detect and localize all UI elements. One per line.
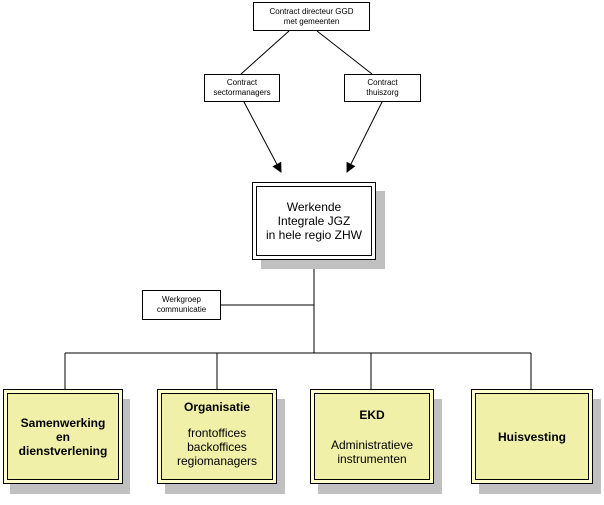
box-huisvesting-inner: Huisvesting [475,393,589,480]
box-contract-sectormanagers-line1: Contract [226,78,258,87]
box-werkende-jgz-line1: Werkende [286,200,342,214]
box-organisatie-line2: backoffices [187,440,247,454]
box-werkgroep-communicatie: Werkgroep communicatie [142,290,221,320]
box-organisatie-line1: frontoffices [187,426,247,440]
box-contract-thuiszorg-line1: Contract [367,78,398,87]
arrow-left [243,101,282,173]
box-contract-directeur: Contract directeur GGD met gemeenten [253,2,370,31]
box-huisvesting-title: Huisvesting [497,429,566,444]
box-contract-sectormanagers: Contract sectormanagers [204,74,280,102]
box-organisatie-line3: regiomanagers [176,454,258,468]
box-organisatie-inner: Organisatie frontoffices backoffices reg… [161,393,273,480]
box-contract-thuiszorg: Contract thuiszorg [344,74,421,102]
box-samenwerking-line2: en [55,429,70,444]
connector-top-left [240,30,290,75]
box-organisatie: Organisatie frontoffices backoffices reg… [157,389,277,484]
box-werkende-jgz: Werkende Integrale JGZ in hele regio ZHW [252,182,376,260]
arrow-right [346,101,383,173]
box-ekd-title: EKD [359,408,385,422]
box-ekd-inner: EKD Administratieve instrumenten [314,393,430,480]
box-ekd: EKD Administratieve instrumenten [310,389,434,484]
connector-top-right [316,30,373,75]
box-werkende-jgz-line2: Integrale JGZ [277,214,351,228]
box-samenwerking-line1: Samenwerking [20,415,106,430]
box-ekd-line1: Administratieve [330,438,414,452]
box-samenwerking-inner: Samenwerking en dienstverlening [7,393,119,480]
box-werkgroep-line2: communicatie [156,305,207,314]
box-werkende-jgz-line3: in hele regio ZHW [265,228,363,242]
box-samenwerking-line3: dienstverlening [18,443,108,458]
box-contract-thuiszorg-line2: thuiszorg [366,88,399,97]
box-organisatie-title: Organisatie [183,400,251,414]
box-werkgroep-line1: Werkgroep [162,295,201,304]
box-contract-sectormanagers-line2: sectormanagers [213,88,271,97]
box-contract-directeur-line1: Contract directeur GGD [269,6,354,16]
box-contract-directeur-line2: met gemeenten [283,16,340,26]
box-werkende-jgz-inner: Werkende Integrale JGZ in hele regio ZHW [256,186,372,256]
box-ekd-line2: instrumenten [337,452,407,466]
box-samenwerking: Samenwerking en dienstverlening [3,389,123,484]
box-huisvesting: Huisvesting [471,389,593,484]
